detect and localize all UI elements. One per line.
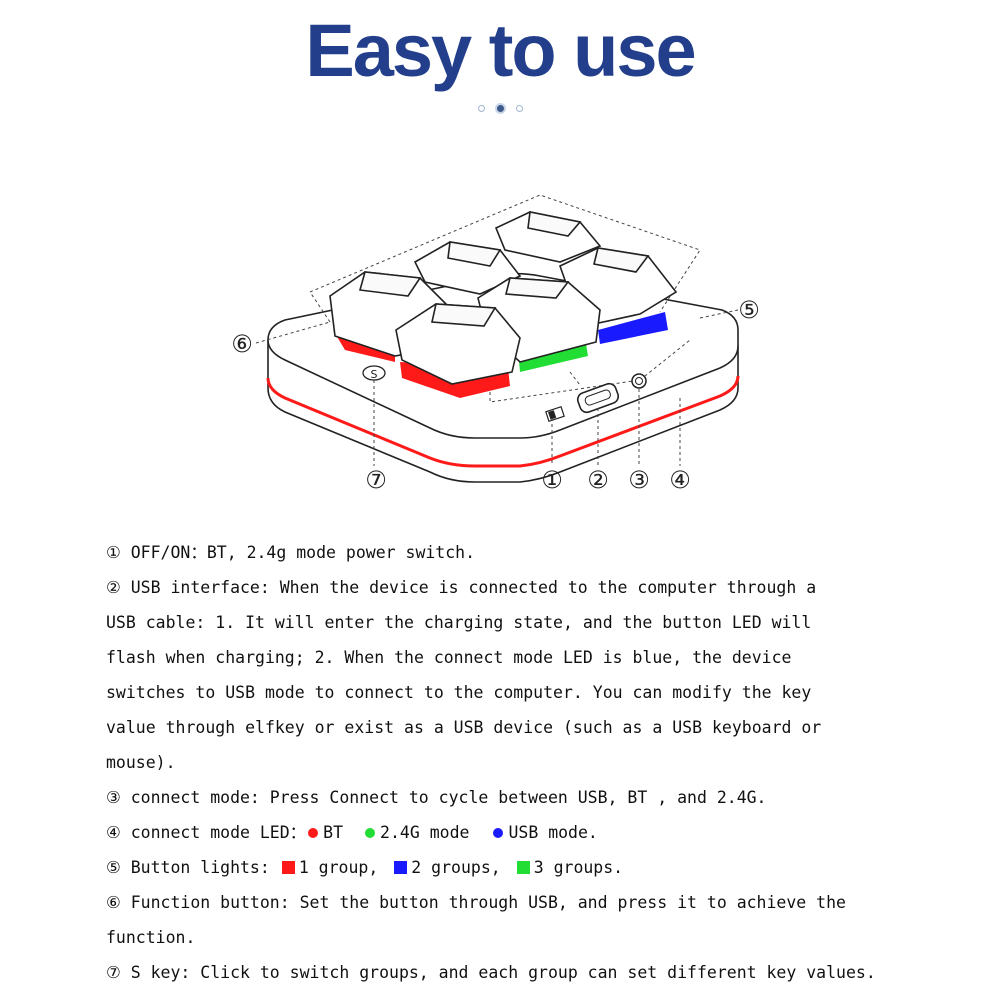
led-24g-label: 2.4G mode <box>380 823 470 842</box>
keycap-back-middle <box>413 241 522 295</box>
s-key[interactable]: S <box>362 365 386 381</box>
instruction-5: ⑤ Button lights: 1 group, 2 groups, 3 group… <box>106 850 966 885</box>
s-key-label: S <box>371 368 378 381</box>
page-title: Easy to use <box>305 9 696 92</box>
red-dot-icon <box>308 828 319 838</box>
carousel-dot-2-active[interactable] <box>494 103 506 114</box>
carousel-indicator <box>0 103 1000 114</box>
carousel-dot-3[interactable] <box>515 105 523 112</box>
instruction-2-line-4: switches to USB mode to connect to the c… <box>106 683 812 702</box>
instructions: ① OFF/ON：BT, 2.4g mode power switch. ② U… <box>106 535 966 990</box>
instruction-1: ① OFF/ON：BT, 2.4g mode power switch. <box>106 543 476 562</box>
callout-6: ⑥ <box>231 330 253 358</box>
power-switch[interactable] <box>545 406 565 422</box>
callout-7: ⑦ <box>365 466 387 494</box>
callout-1: ① <box>541 466 563 494</box>
blue-led-glow <box>598 312 668 344</box>
connect-mode-button[interactable] <box>631 373 647 389</box>
instruction-7: ⑦ S key: Click to switch groups, and eac… <box>106 963 876 982</box>
instruction-2-line-6: mouse). <box>106 753 176 772</box>
callout-2: ② <box>587 466 609 494</box>
group-1-label: 1 group, <box>298 858 379 877</box>
blue-square-icon <box>394 861 408 874</box>
instruction-6-line-1: ⑥ Function button: Set the button throug… <box>106 893 846 912</box>
red-led-stripe <box>266 375 740 468</box>
instruction-3: ③ connect mode: Press Connect to cycle b… <box>106 788 767 807</box>
instruction-6-line-2: function. <box>106 928 196 947</box>
instruction-2-line-3: flash when charging; 2. When the connect… <box>106 648 792 667</box>
keycap-front <box>395 303 521 385</box>
callout-4: ④ <box>669 466 691 494</box>
instruction-5-prefix: ⑤ Button lights: <box>106 858 270 877</box>
group-3-label: 3 groups. <box>533 858 624 877</box>
green-square-icon <box>516 861 530 874</box>
instruction-4: ④ connect mode LED： BT 2.4G mode USB mode. <box>106 815 966 850</box>
keycap-back-right <box>494 211 602 263</box>
keycaps <box>329 211 678 385</box>
led-usb-label: USB mode. <box>508 823 598 842</box>
callout-5: ⑤ <box>738 296 760 324</box>
blue-dot-icon <box>493 828 504 838</box>
leader-lines <box>255 309 739 466</box>
instruction-2-line-5: value through elfkey or exist as a USB d… <box>106 718 822 737</box>
led-bt-label: BT <box>323 823 344 842</box>
green-dot-icon <box>365 828 376 838</box>
carousel-dot-1[interactable] <box>477 105 485 112</box>
usb-port[interactable] <box>576 382 620 414</box>
instruction-2-line-1: ② USB interface: When the device is conn… <box>106 578 817 597</box>
macro-keypad-diagram: S ① ② ③ ④ ⑤ ⑥ ⑦ <box>231 194 760 494</box>
instruction-2-line-2: USB cable: 1. It will enter the charging… <box>106 613 812 632</box>
callout-3: ③ <box>628 466 650 494</box>
red-square-icon <box>281 861 295 874</box>
instruction-4-prefix: ④ connect mode LED： <box>106 823 307 842</box>
group-2-label: 2 groups, <box>411 858 501 877</box>
